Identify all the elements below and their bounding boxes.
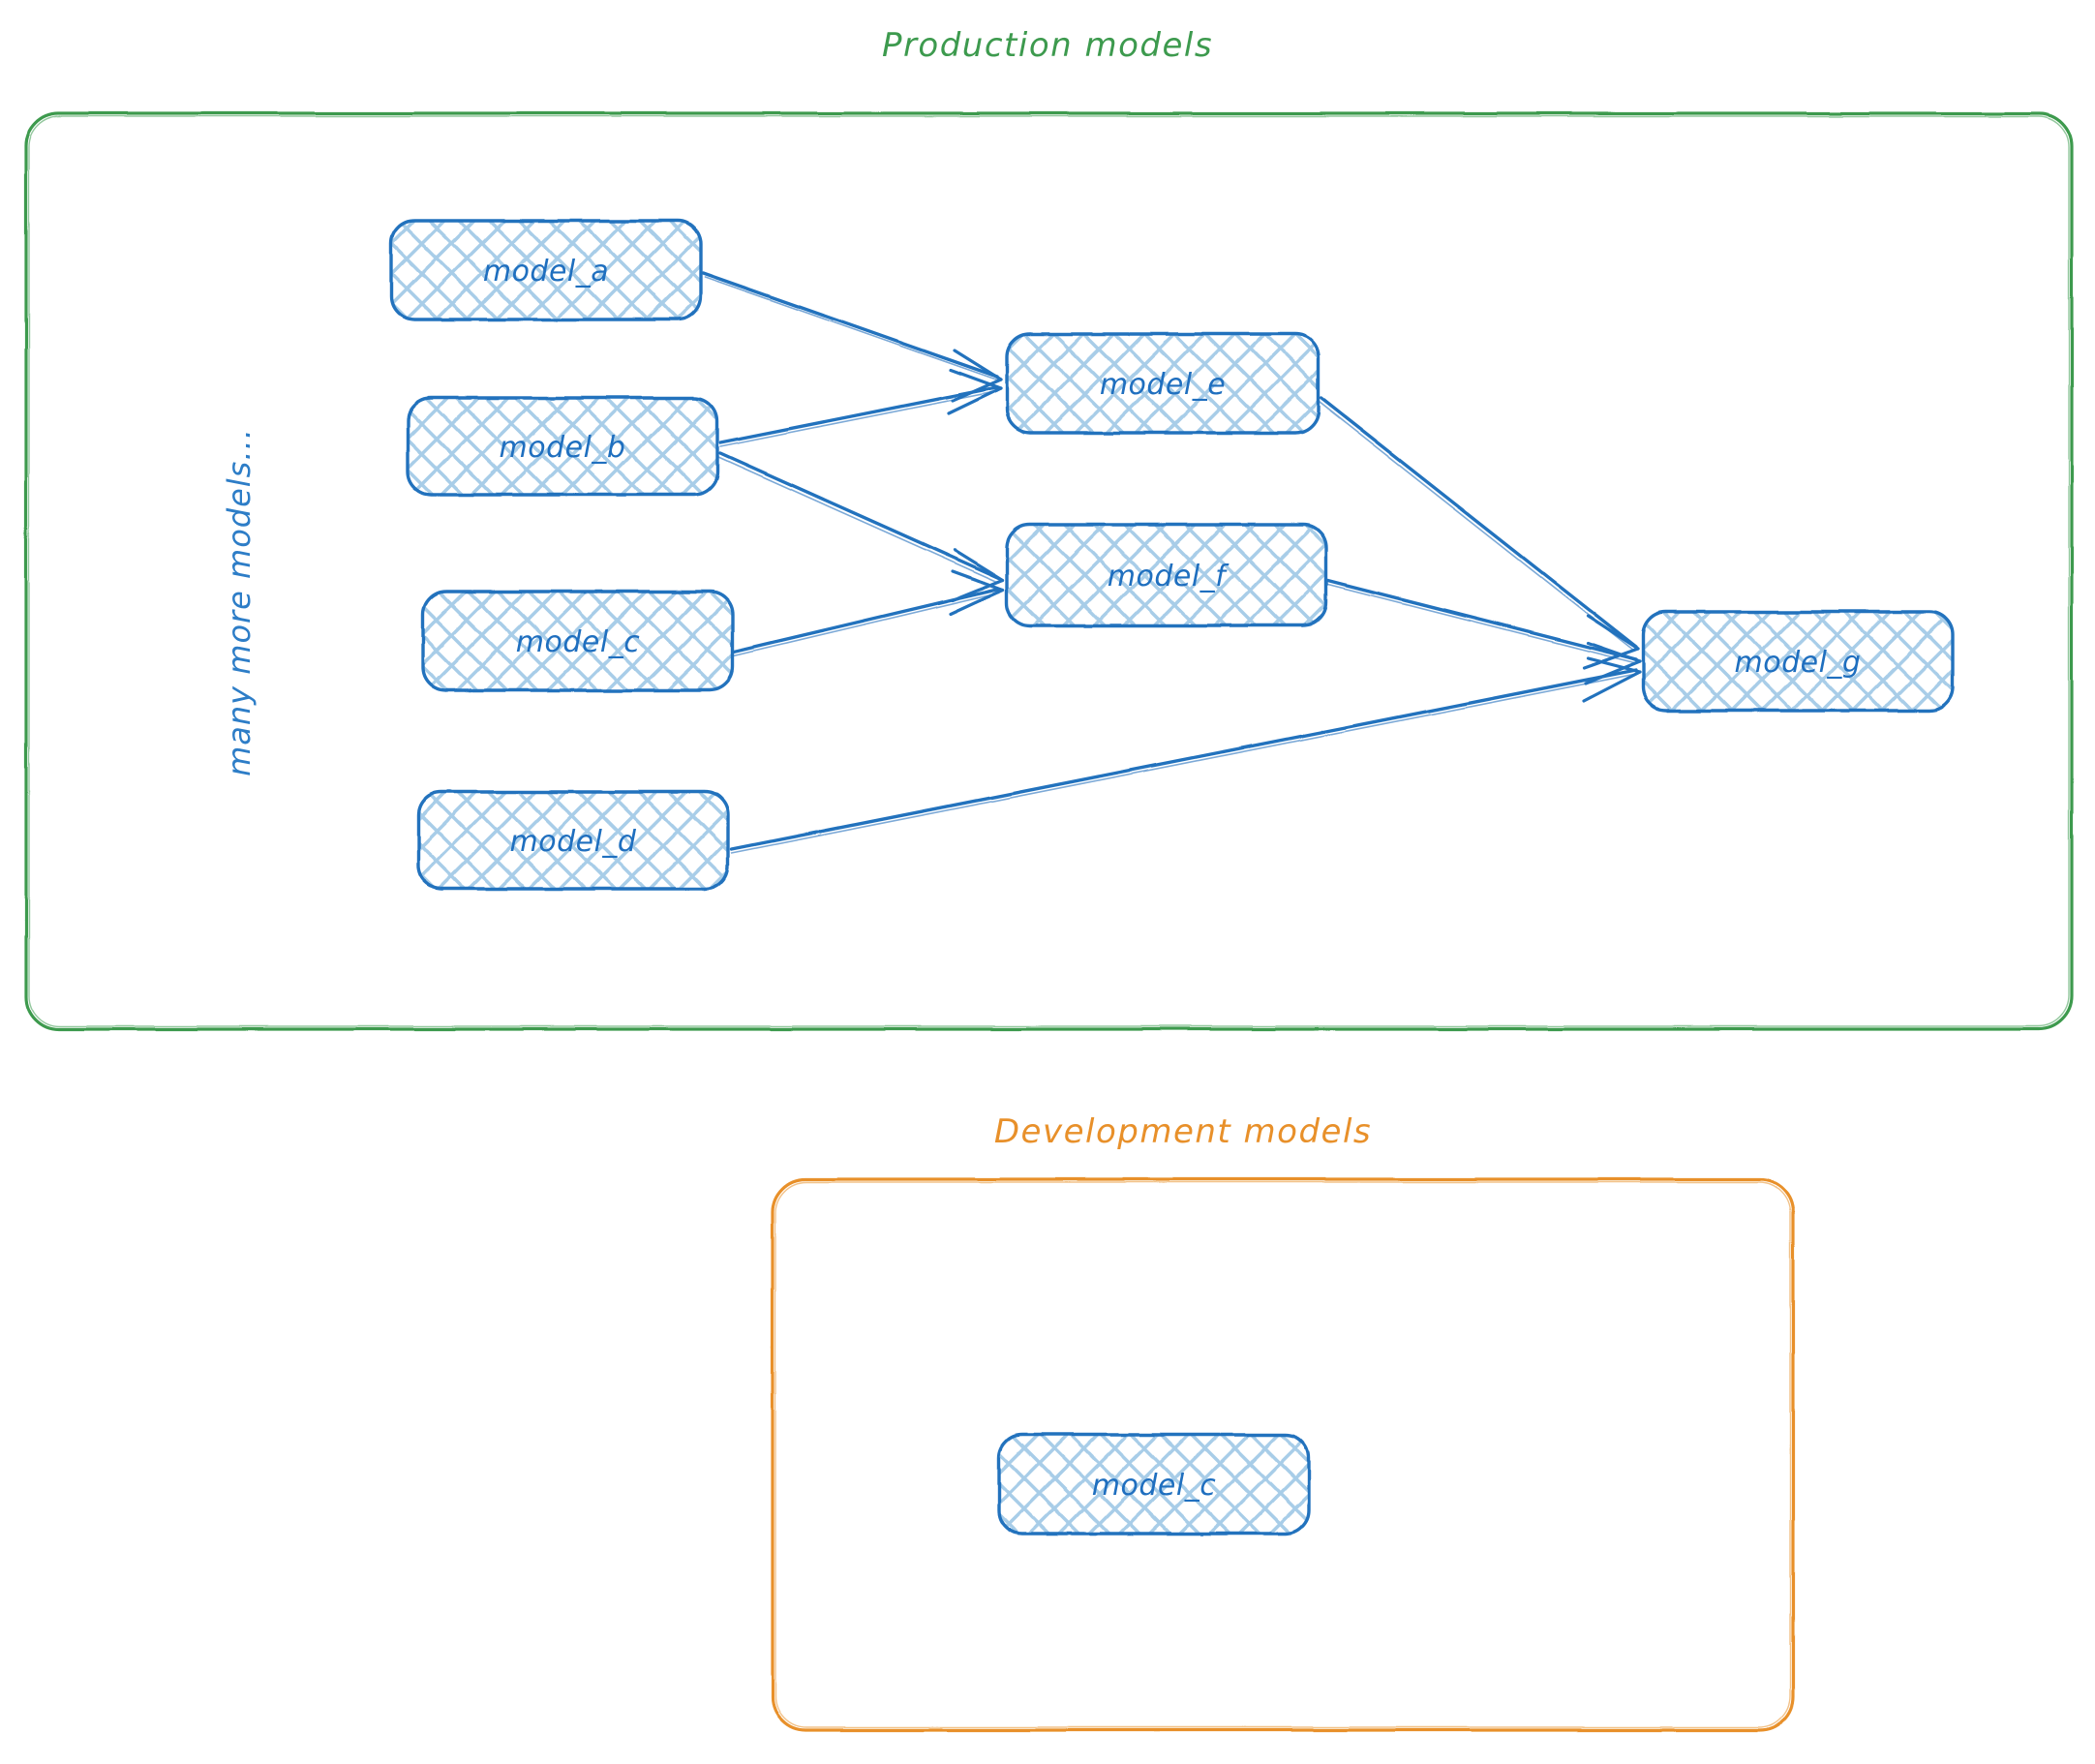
many-more-models-label: many more models... — [221, 428, 258, 776]
development-group-box — [771, 1177, 1795, 1732]
development-group-title: Development models — [994, 1112, 1372, 1151]
node-model_c-dev[interactable]: model_c — [997, 1433, 1311, 1536]
node-model_e-box[interactable] — [1005, 332, 1321, 435]
node-model_a[interactable]: model_a — [389, 219, 703, 321]
many-more-models-note: many more models... — [221, 428, 258, 776]
edge-model_b-to-model_f-upper — [718, 368, 1003, 447]
group-development: Development models — [771, 1112, 1795, 1732]
node-model_b[interactable]: model_b — [406, 396, 719, 497]
production-group-box — [24, 111, 2074, 1031]
edge-model_f-to-model_g — [1326, 579, 1642, 685]
node-model_g-box[interactable] — [1641, 610, 1955, 713]
nodes-layer: model_a model_b model_c model_d — [389, 219, 1955, 891]
node-model_d-box[interactable] — [416, 790, 730, 891]
node-model_b-box[interactable] — [406, 396, 719, 497]
node-model_e-label: model_e — [1100, 368, 1226, 402]
node-model_a-label: model_a — [483, 255, 609, 289]
node-model_g[interactable]: model_g — [1641, 610, 1955, 713]
edge-model_a-to-model_e — [701, 271, 1003, 403]
edges-layer — [701, 271, 1642, 854]
development-group-box-sketch-pass — [774, 1181, 1791, 1728]
node-model_b-label: model_b — [500, 431, 626, 465]
edge-model_c-to-model_f — [732, 569, 1005, 656]
edge-model_b-to-model_f — [717, 451, 1005, 602]
node-model_e[interactable]: model_e — [1005, 332, 1321, 435]
node-model_c-dev-box[interactable] — [997, 1433, 1311, 1536]
node-model_c[interactable]: model_c — [421, 590, 735, 692]
node-model_d-label: model_d — [510, 825, 637, 859]
node-model_g-label: model_g — [1735, 646, 1862, 680]
edge-model_d-to-model_g — [730, 656, 1642, 854]
node-model_c-box[interactable] — [421, 590, 735, 692]
production-group-box-sketch-pass — [28, 115, 2070, 1027]
edge-model_e-to-model_g — [1318, 396, 1640, 670]
node-model_c-dev-label: model_c — [1092, 1469, 1216, 1503]
node-model_f-label: model_f — [1108, 560, 1230, 593]
node-model_a-box[interactable] — [389, 219, 703, 321]
node-model_f[interactable]: model_f — [1005, 523, 1328, 627]
group-production: Production models — [24, 26, 2074, 1031]
node-model_c-label: model_c — [516, 625, 640, 659]
node-model_d[interactable]: model_d — [416, 790, 730, 891]
node-model_f-box[interactable] — [1005, 523, 1328, 627]
production-group-title: Production models — [882, 26, 1213, 65]
